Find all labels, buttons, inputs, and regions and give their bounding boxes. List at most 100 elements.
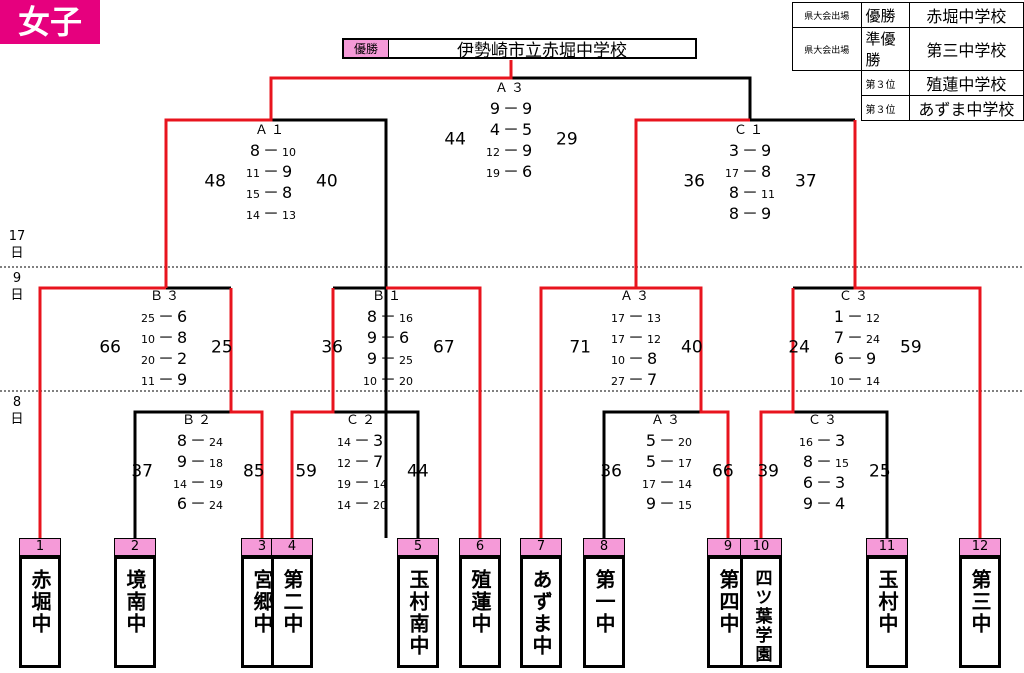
school-name: あずま中学校: [908, 95, 1024, 121]
team-box: 殖蓮中: [459, 556, 501, 668]
team-name: 四ツ葉学園: [751, 569, 772, 664]
right-total: 25: [211, 337, 233, 358]
set-score-right: 24: [866, 333, 880, 346]
champion-tag: 優勝: [344, 40, 389, 57]
set-score-row: 14－3: [325, 430, 399, 451]
score-dash: －: [846, 328, 863, 347]
set-score-right: 14: [373, 478, 387, 491]
team-number-tag: 2: [114, 538, 156, 556]
score-dash: －: [379, 370, 396, 389]
score-dash: －: [741, 183, 758, 202]
qualification-label: 県大会出場: [792, 27, 862, 71]
set-score-row: 17－13: [599, 306, 673, 327]
rank-label: 準優勝: [860, 27, 910, 71]
team-box: 第二中: [271, 556, 313, 668]
score-dash: －: [502, 141, 519, 160]
score-dash: －: [627, 328, 644, 347]
day-label-17: 17日: [8, 229, 26, 261]
score-dash: －: [379, 349, 396, 368]
left-total: 59: [295, 461, 317, 482]
set-score-right: 10: [282, 146, 296, 159]
set-score-right: 12: [866, 312, 880, 325]
score-dash: －: [379, 307, 396, 326]
set-score-right: 8: [761, 162, 772, 181]
qualification-label: [793, 96, 862, 121]
set-score-left: 16: [799, 436, 813, 449]
set-score-row: 8－24: [161, 430, 235, 451]
match-code: Ａ１: [254, 123, 287, 138]
set-score-left: 9: [176, 452, 187, 471]
set-score-row: 27－7: [599, 369, 673, 390]
set-score-left: 17: [611, 312, 625, 325]
champion-banner: 優勝 伊勢崎市立赤堀中学校: [342, 38, 697, 61]
score-dash: －: [658, 473, 675, 492]
team-number-tag: 8: [583, 538, 625, 556]
set-score-right: 6: [522, 162, 533, 181]
score-dash: －: [815, 452, 832, 471]
score-dash: －: [157, 328, 174, 347]
set-score-left: 14: [173, 478, 187, 491]
set-score-left: 17: [725, 167, 739, 180]
team-name: 境南中: [123, 569, 147, 635]
team-box: 四ツ葉学園: [740, 556, 782, 668]
bracket-line: [164, 60, 513, 288]
score-dash: －: [502, 99, 519, 118]
set-score-left: 14: [337, 436, 351, 449]
set-score-right: 13: [282, 209, 296, 222]
set-score-left: 27: [611, 375, 625, 388]
team-name: 宮郷中: [250, 569, 274, 635]
score-dash: －: [262, 162, 279, 181]
set-score-row: 19－14: [325, 472, 399, 493]
match-code: Ｃ１: [733, 123, 766, 138]
set-score-row: 8－15: [787, 451, 861, 472]
team-number-tag: 4: [271, 538, 313, 556]
set-score-left: 6: [176, 494, 187, 513]
set-score-left: 10: [141, 333, 155, 346]
bracket-line: [634, 118, 750, 538]
team-name: 玉村南中: [406, 569, 430, 657]
set-score-row: 20－2: [129, 348, 203, 369]
set-score-right: 2: [177, 349, 188, 368]
set-score-right: 25: [399, 354, 413, 367]
set-score-left: 17: [611, 333, 625, 346]
set-score-left: 4: [489, 120, 500, 139]
team-name: 赤堀中: [28, 569, 52, 635]
set-score-right: 6: [177, 307, 188, 326]
score-dash: －: [353, 494, 370, 513]
bracket-line: [290, 288, 335, 538]
set-score-row: 9－25: [351, 348, 425, 369]
set-score-left: 19: [486, 167, 500, 180]
set-score-row: 8－16: [351, 306, 425, 327]
set-score-row: 10－8: [129, 327, 203, 348]
set-score-row: 9－4: [787, 493, 861, 514]
set-score-row: 5－17: [630, 451, 704, 472]
set-score-right: 9: [282, 162, 293, 181]
match-code: Ｃ２: [345, 413, 378, 428]
set-score-left: 9: [366, 349, 377, 368]
team-number-tag: 5: [397, 538, 439, 556]
set-score-left: 6: [833, 349, 844, 368]
set-score-right: 17: [678, 457, 692, 470]
set-score-row: 17－12: [599, 327, 673, 348]
set-score-right: 7: [647, 370, 658, 389]
score-dash: －: [846, 370, 863, 389]
set-score-row: 5－20: [630, 430, 704, 451]
set-score-left: 10: [611, 354, 625, 367]
set-score-right: 3: [373, 431, 384, 450]
set-score-row: 8－9: [713, 203, 787, 224]
match-code: Ａ３: [494, 81, 527, 96]
team-number-tag: 12: [959, 538, 1001, 556]
score-dash: －: [627, 307, 644, 326]
set-score-row: 14－13: [234, 203, 308, 224]
set-score-right: 9: [522, 141, 533, 160]
team-name: 第四中: [716, 569, 740, 635]
set-score-left: 8: [728, 183, 739, 202]
